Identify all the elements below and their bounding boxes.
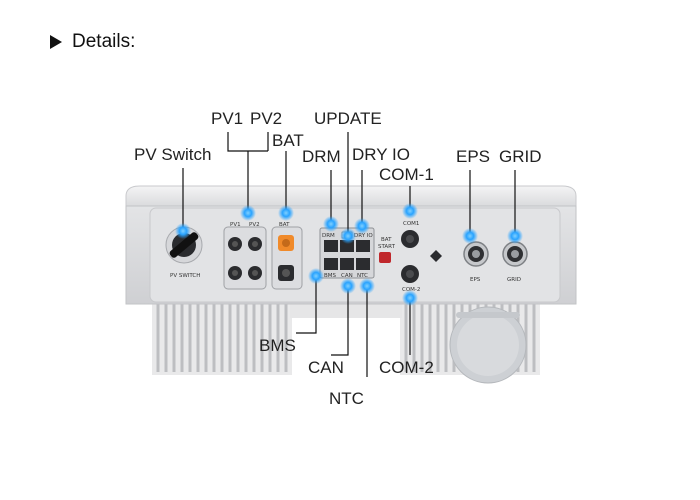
callout-lines [182,132,516,377]
eps-print: EPS [470,277,481,283]
label-pv2: PV2 [250,109,282,128]
label-grid: GRID [499,147,542,166]
section-title: Details: [72,31,136,52]
pv-switch-knob[interactable]: PV SWITCH [165,226,203,279]
pv-connector-panel: PV1 PV2 [223,222,267,290]
label-dry-io: DRY IO [352,145,410,164]
label-pv-switch: PV Switch [134,145,211,164]
label-com1: COM-1 [379,165,434,184]
com2-port: COM-2 [401,265,420,293]
label-can: CAN [308,358,344,377]
label-com2: COM-2 [379,358,434,377]
label-bms: BMS [259,336,296,355]
callout-dots [175,203,523,306]
bat-start-button[interactable]: BAT START [378,237,396,263]
label-bat: BAT [272,131,304,150]
cooling-fan [449,306,527,384]
section-header: Details: [50,31,135,53]
triangle-bullet-icon [50,35,62,49]
com1-port: COM1 [401,221,419,248]
bat-print: BAT [279,222,290,228]
label-update: UPDATE [314,109,382,128]
label-eps: EPS [456,147,490,166]
pv2-print: PV2 [249,222,260,228]
inverter-lid [125,185,577,207]
ntc-print: NTC [357,273,368,279]
label-pv1: PV1 [211,109,243,128]
grid-connector: GRID [502,241,528,283]
label-drm: DRM [302,147,341,166]
hex-vent-icon [430,250,442,262]
can-print: CAN [341,273,353,279]
pv-switch-print: PV SWITCH [170,273,200,279]
bms-print: BMS [324,273,337,279]
bat-start-print: BAT [381,237,392,243]
bat-start-print-2: START [378,244,396,250]
grid-print: GRID [507,277,521,283]
drm-print: DRM [322,233,335,239]
bat-connector-panel: BAT [271,222,303,290]
label-ntc: NTC [329,389,364,408]
eps-connector: EPS [463,241,489,283]
dry-io-print: DRY IO [354,233,373,239]
com2-print: COM-2 [402,287,420,293]
pv1-print: PV1 [230,222,241,228]
com1-print: COM1 [403,221,419,227]
